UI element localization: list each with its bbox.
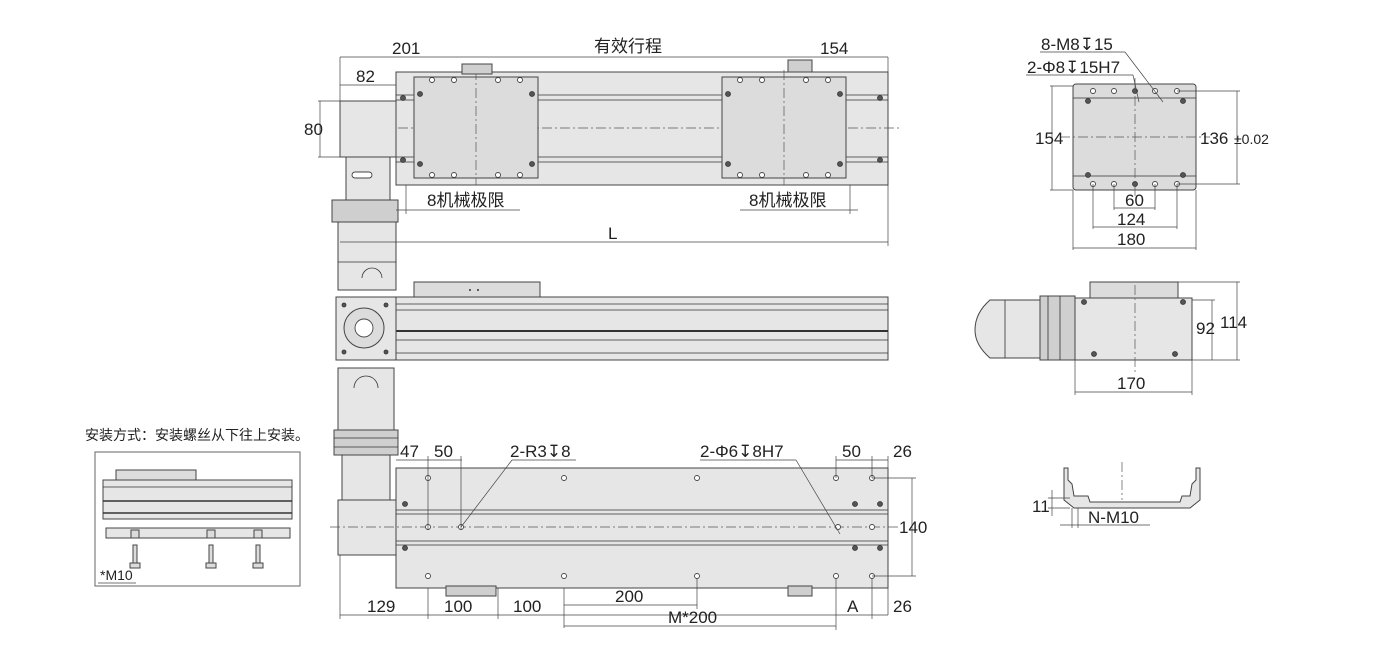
callout-pin-hole: 2-Φ6↧8H7 bbox=[700, 442, 784, 461]
callout-m8: 8-M8↧15 bbox=[1041, 35, 1113, 54]
carriage-side bbox=[413, 281, 541, 298]
mounting-note: 安装方式：安装螺丝从下往上安装。 bbox=[85, 427, 309, 443]
dim-50-left: 50 bbox=[434, 442, 453, 461]
callout-r3: 2-R3↧8 bbox=[510, 442, 571, 461]
stroke-label: 有效行程 bbox=[594, 37, 662, 56]
dim-M200: M*200 bbox=[668, 608, 717, 627]
rail-side bbox=[395, 296, 889, 361]
end-view-side: 92 114 170 bbox=[974, 281, 1247, 395]
sensor-bottom-right bbox=[787, 585, 813, 597]
motor-flange bbox=[331, 199, 399, 223]
bottom-view: 47 50 2-R3↧8 2-Φ6↧8H7 50 26 140 129 100 … bbox=[330, 442, 927, 630]
dim-200: 200 bbox=[615, 587, 643, 606]
dim-180: 180 bbox=[1117, 230, 1145, 249]
top-view: 201 有效行程 154 82 80 8机械极限 8机械极限 L bbox=[304, 37, 900, 291]
dim-129: 129 bbox=[367, 597, 395, 616]
motor-side-flange bbox=[333, 429, 399, 456]
motor-bottom-block bbox=[337, 499, 397, 556]
callout-pin-8: 2-Φ8↧15H7 bbox=[1027, 58, 1120, 77]
mounting-holes bbox=[402, 475, 883, 579]
limit-left-label: 8机械极限 bbox=[427, 191, 504, 210]
dim-A: A bbox=[847, 597, 859, 616]
dim-170: 170 bbox=[1117, 374, 1145, 393]
motor-body bbox=[337, 221, 397, 291]
dim-26-top: 26 bbox=[893, 442, 912, 461]
motor-mount-plate bbox=[345, 156, 391, 201]
profile-view: 11 N-M10 bbox=[1032, 462, 1201, 528]
dim-80: 80 bbox=[304, 120, 323, 139]
dim-26-bottom: 26 bbox=[893, 597, 912, 616]
sensor-bottom-left bbox=[445, 585, 497, 597]
dim-201: 201 bbox=[392, 39, 420, 58]
dim-100-b: 100 bbox=[513, 597, 541, 616]
dim-124: 124 bbox=[1117, 210, 1145, 229]
motor-side-body bbox=[337, 367, 395, 431]
dim-136: 136 bbox=[1200, 129, 1228, 148]
motor-end bbox=[974, 299, 1041, 359]
mounting-inset: 安装方式：安装螺丝从下往上安装。 *M10 bbox=[85, 427, 309, 587]
dim-47: 47 bbox=[400, 442, 419, 461]
sensor-right bbox=[787, 59, 813, 73]
mounting-base bbox=[105, 527, 291, 539]
dim-100-a: 100 bbox=[444, 597, 472, 616]
dim-11: 11 bbox=[1032, 497, 1050, 516]
dim-140: 140 bbox=[899, 518, 927, 537]
dim-82: 82 bbox=[356, 67, 375, 86]
dim-L: L bbox=[608, 224, 617, 243]
dim-92: 92 bbox=[1196, 319, 1215, 338]
side-view bbox=[333, 281, 889, 501]
dim-60: 60 bbox=[1125, 191, 1144, 210]
bolt-label: *M10 bbox=[100, 567, 133, 583]
thread-label: N-M10 bbox=[1088, 508, 1139, 527]
dim-154-end: 154 bbox=[1035, 129, 1063, 148]
tolerance: ±0.02 bbox=[1234, 131, 1269, 147]
dim-154: 154 bbox=[820, 39, 848, 58]
sensor-left bbox=[461, 63, 493, 75]
motor-flange-end bbox=[1039, 295, 1076, 361]
mounting-bolts bbox=[129, 529, 264, 569]
carriage-holes bbox=[400, 77, 883, 178]
dim-114: 114 bbox=[1220, 313, 1247, 332]
rail-end bbox=[1074, 297, 1193, 361]
end-view-carriage: 8-M8↧15 2-Φ8↧15H7 154 136 ±0.02 60 124 1… bbox=[1026, 35, 1269, 250]
carriage-top bbox=[1089, 281, 1179, 299]
limit-right-label: 8机械极限 bbox=[749, 191, 826, 210]
rail-bottom bbox=[395, 467, 889, 589]
motor-coupling-block bbox=[339, 100, 397, 158]
profile-section bbox=[1063, 467, 1201, 509]
dim-50-right: 50 bbox=[842, 442, 861, 461]
